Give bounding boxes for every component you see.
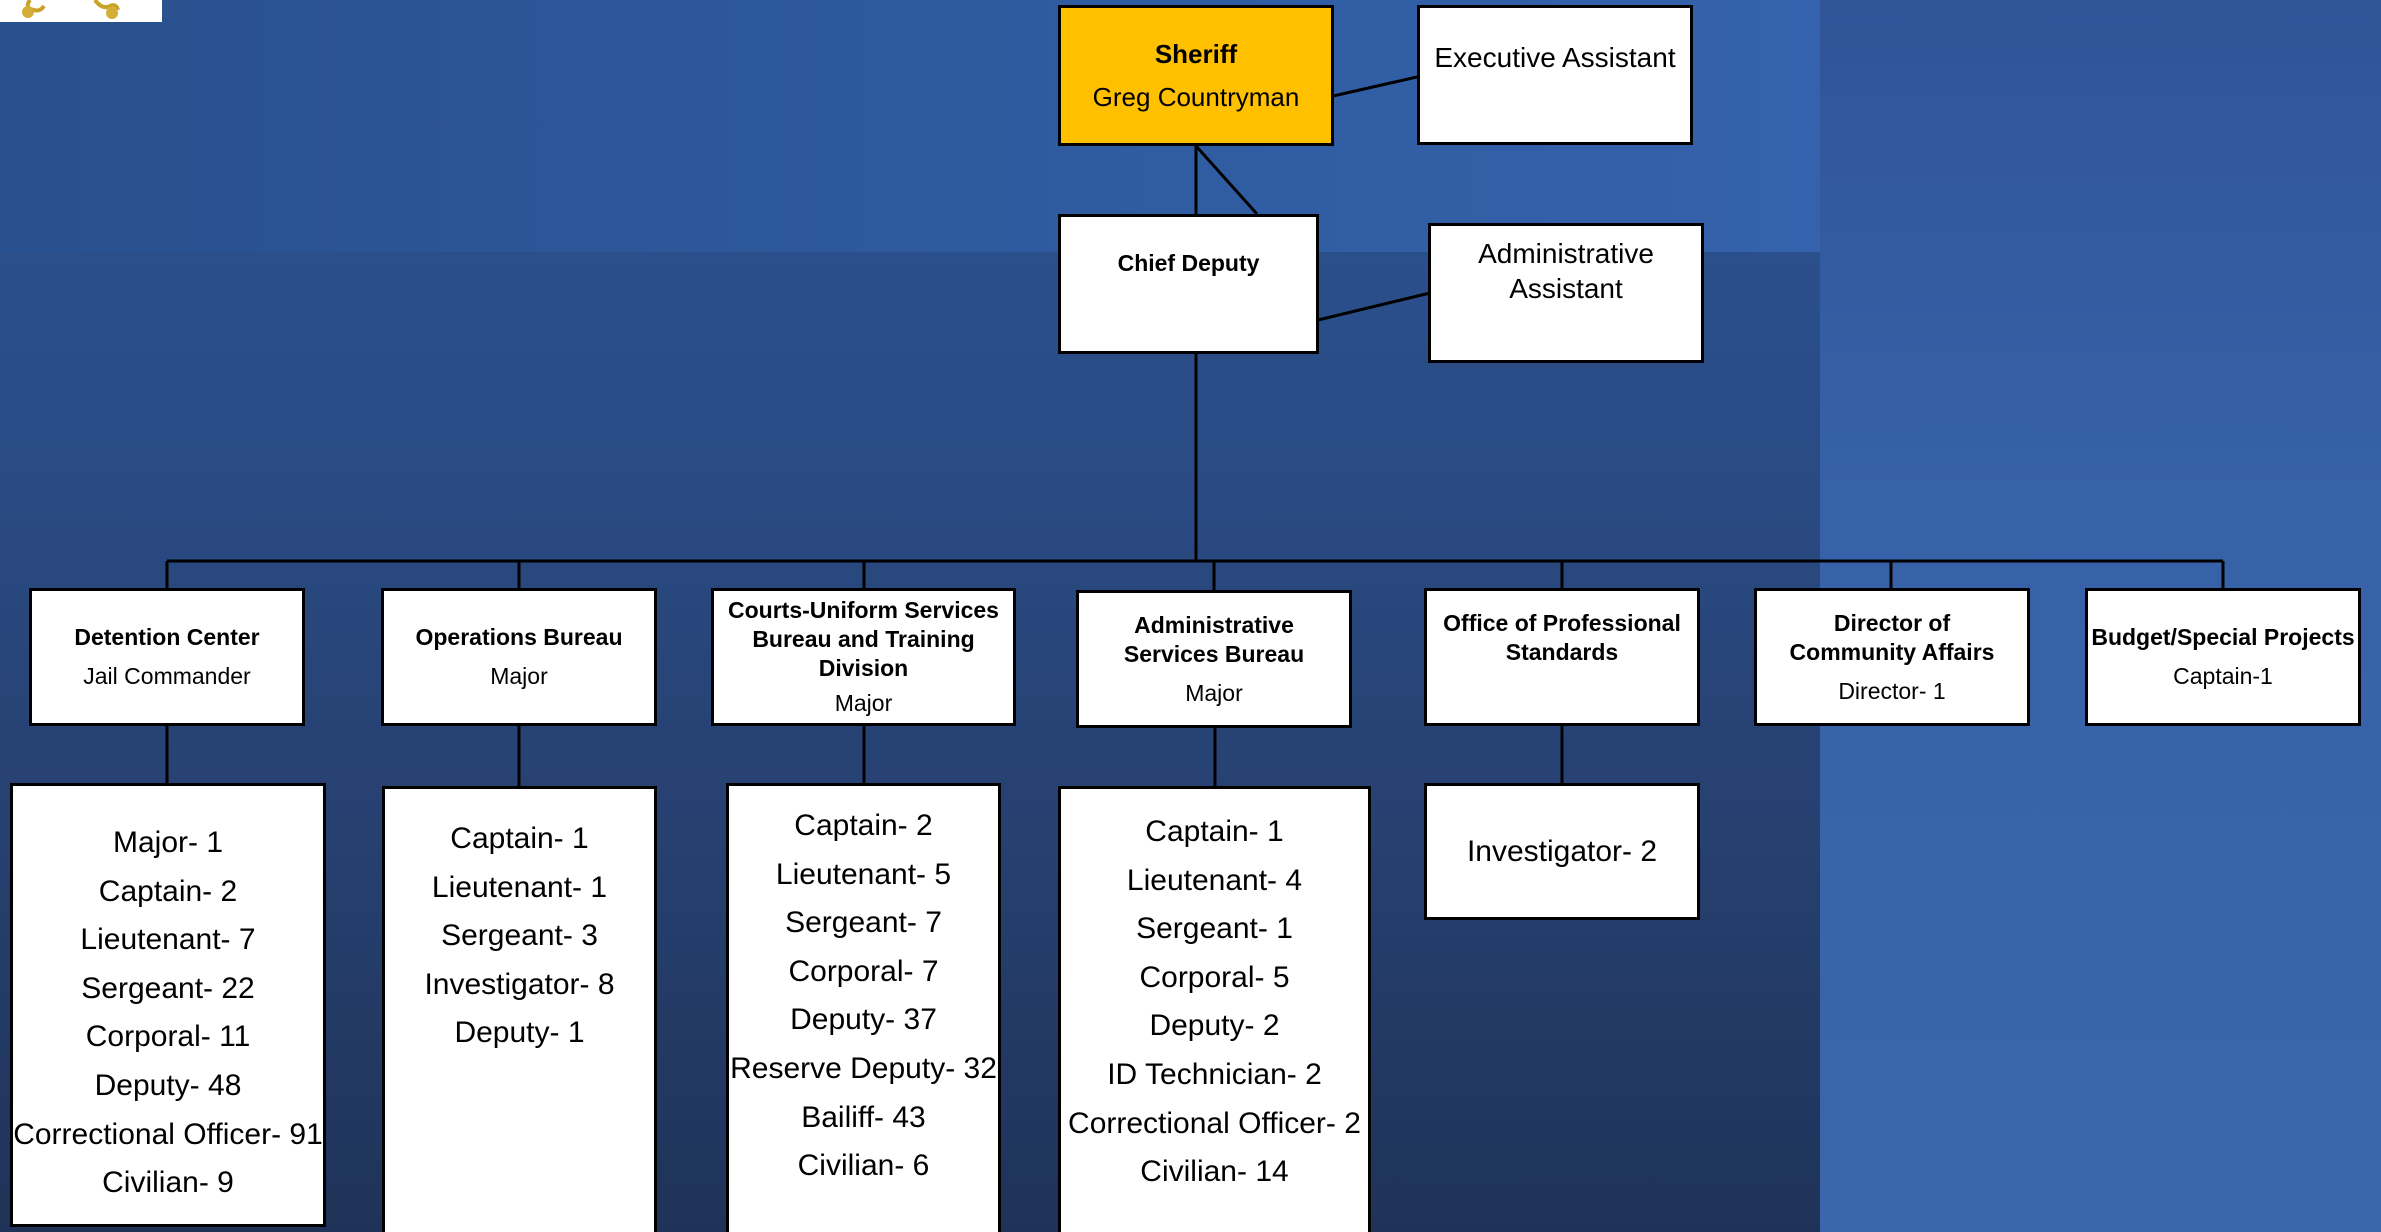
division-title: Administrative Services Bureau (1123, 611, 1305, 667)
staff-entry: Investigator- 8 (424, 967, 615, 1001)
staff-entry: Major- 1 (112, 826, 224, 859)
staff-entry: Bailiff- 43 (801, 1100, 926, 1134)
division-subtitle: Major (1185, 679, 1243, 706)
connector-sheriff-chief-deputy-b (1194, 144, 1259, 216)
staff-entry: Deputy- 48 (94, 1068, 242, 1102)
sheriff-logo (0, 0, 162, 22)
executive-assistant-box: Executive Assistant (1417, 5, 1693, 145)
staff-list-administrative-services: Captain- 1 Lieutenant- 4 Sergeant- 1 Cor… (1058, 786, 1371, 1232)
staff-entry: Civilian- 14 (1140, 1155, 1289, 1189)
staff-entry: Sergeant- 7 (785, 906, 942, 940)
staff-entry: Captain- 1 (1145, 815, 1284, 848)
division-courts-uniform-services: Courts-Uniform Services Bureau and Train… (711, 588, 1016, 726)
staff-entry: ID Technician- 2 (1107, 1057, 1322, 1091)
division-subtitle: Major (490, 663, 548, 689)
connector-sheriff-executive-assistant (1332, 75, 1418, 98)
division-subtitle: Director- 1 (1838, 677, 1946, 704)
staff-entry: Deputy- 1 (454, 1016, 585, 1050)
division-detention-center: Detention Center Jail Commander (29, 588, 305, 726)
staff-entry: Captain- 2 (98, 874, 238, 908)
division-title: Office of Professional Standards (1443, 610, 1681, 665)
sheriff-title: Sheriff (1154, 38, 1238, 69)
staff-entry: Sergeant- 1 (1136, 912, 1293, 946)
administrative-assistant-box: Administrative Assistant (1428, 223, 1704, 363)
division-title: Budget/Special Projects (2091, 624, 2355, 650)
staff-entry: Corporal- 5 (1139, 960, 1290, 994)
chief-deputy-label: Chief Deputy (1117, 250, 1260, 276)
staff-entry: Sergeant- 3 (441, 919, 598, 953)
division-budget-special-projects: Budget/Special Projects Captain-1 (2085, 588, 2361, 726)
connector-chief-deputy-admin-assistant (1317, 291, 1431, 322)
administrative-assistant-label: Administrative Assistant (1478, 238, 1654, 304)
division-title: Detention Center (74, 624, 260, 650)
staff-entry: Captain- 2 (794, 809, 933, 842)
staff-list-detention-center: Major- 1 Captain- 2 Lieutenant- 7 Sergea… (10, 783, 326, 1227)
staff-entry: Corporal- 11 (85, 1020, 251, 1054)
staff-entry: Lieutenant- 4 (1126, 863, 1303, 897)
division-title: Courts-Uniform Services Bureau and Train… (728, 597, 999, 681)
sheriff-box: Sheriff Greg Countryman (1058, 5, 1334, 146)
staff-entry: Reserve Deputy- 32 (730, 1051, 997, 1085)
staff-entry: Lieutenant- 5 (775, 857, 952, 891)
staff-entry: Corporal- 7 (788, 954, 939, 988)
division-title: Director of Community Affairs (1789, 609, 1995, 665)
staff-entry: Deputy- 2 (1149, 1009, 1280, 1043)
staff-entry: Correctional Officer- 91 (13, 1117, 323, 1151)
executive-assistant-label: Executive Assistant (1434, 42, 1676, 73)
division-community-affairs: Director of Community Affairs Director- … (1754, 588, 2030, 726)
division-subtitle: Captain-1 (2173, 663, 2273, 689)
division-operations-bureau: Operations Bureau Major (381, 588, 657, 726)
staff-entry: Civilian- 6 (797, 1149, 930, 1183)
staff-entry: Deputy- 37 (790, 1003, 937, 1037)
division-subtitle: Major (834, 690, 893, 716)
division-administrative-services: Administrative Services Bureau Major (1076, 590, 1352, 728)
sheriff-name: Greg Countryman (1092, 81, 1300, 112)
chief-deputy-box: Chief Deputy (1058, 214, 1319, 354)
staff-entry: Lieutenant- 1 (431, 870, 608, 904)
staff-entry: Civilian- 9 (102, 1166, 234, 1200)
staff-entry: Investigator- 2 (1466, 834, 1658, 868)
staff-list-professional-standards: Investigator- 2 (1424, 783, 1700, 920)
division-professional-standards: Office of Professional Standards (1424, 588, 1700, 726)
division-subtitle: Jail Commander (83, 663, 251, 689)
division-title: Operations Bureau (415, 624, 623, 650)
staff-list-operations-bureau: Captain- 1 Lieutenant- 1 Sergeant- 3 Inv… (382, 786, 657, 1232)
staff-entry: Captain- 1 (450, 822, 589, 855)
staff-list-courts-uniform-services: Captain- 2 Lieutenant- 5 Sergeant- 7 Cor… (726, 783, 1001, 1232)
staff-entry: Correctional Officer- 2 (1068, 1106, 1361, 1140)
staff-entry: Lieutenant- 7 (80, 923, 256, 957)
staff-entry: Sergeant- 22 (81, 971, 255, 1005)
